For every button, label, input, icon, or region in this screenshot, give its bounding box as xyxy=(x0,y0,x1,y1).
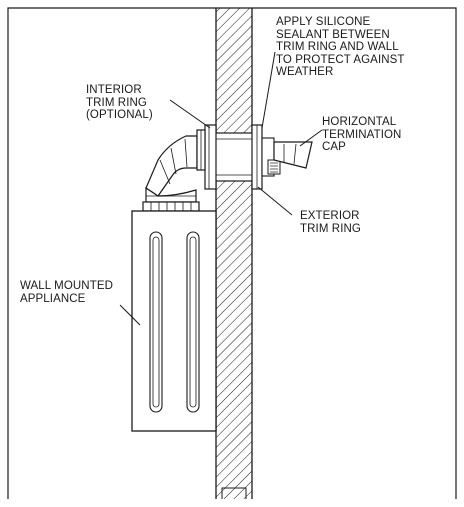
interior-trim-ring-label: INTERIOR TRIM RING (OPTIONAL) xyxy=(86,84,153,121)
wall xyxy=(215,8,253,499)
silicone-sealant-label: APPLY SILICONE SEALANT BETWEEN TRIM RING… xyxy=(276,16,405,78)
leader-lines xyxy=(119,51,323,326)
vent-elbow xyxy=(142,129,206,212)
leader-silicone xyxy=(261,51,276,129)
leader-appliance xyxy=(119,304,141,326)
leader-exterior-trim xyxy=(257,186,293,216)
vent-pipe xyxy=(211,132,259,182)
exterior-trim-ring-label: EXTERIOR TRIM RING xyxy=(300,210,361,235)
interior-trim-ring xyxy=(204,124,217,190)
horizontal-termination-cap xyxy=(261,137,313,177)
exterior-trim-ring xyxy=(251,124,263,190)
appliance-label: WALL MOUNTED APPLIANCE xyxy=(20,280,113,305)
termination-cap-label: HORIZONTAL TERMINATION CAP xyxy=(322,116,402,153)
leader-termination-cap xyxy=(299,129,323,147)
leader-interior-trim xyxy=(169,99,211,129)
wall-mounted-appliance xyxy=(131,210,217,432)
